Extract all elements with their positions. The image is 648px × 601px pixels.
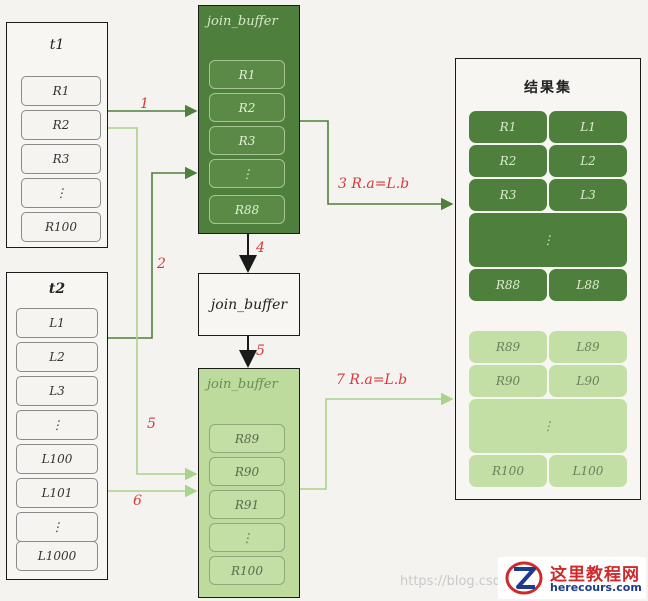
table-t1-row: R3 [21,144,101,174]
result-set-title: 结果集 [524,80,572,96]
join-buffer-row: R91 [209,490,285,519]
table-t2-row: L100 [16,444,98,474]
result-cell-left: R88 [469,269,547,301]
result-cell-right: L100 [549,455,627,487]
result-cell-right: L88 [549,269,627,301]
join-buffer-cleared: join_buffer [198,273,300,336]
join-buffer-batch-1: join_buffer R1 R2 R3 ⋮ R88 [198,5,300,234]
result-cell-right: L90 [549,365,627,397]
step-label-5-light: 5 [147,416,156,432]
join-buffer-batch-2-title: join_buffer [207,377,278,392]
result-cell-ellipsis: ⋮ [469,213,627,267]
table-t2-row: L101 [16,478,98,508]
arrow-step-7 [300,392,454,490]
table-t2-row: L1000 [16,541,98,571]
step-label-2: 2 [157,256,166,272]
join-buffer-batch-2: join_buffer R89 R90 R91 ⋮ R100 [198,368,300,598]
arrow-step-2 [100,166,198,339]
join-buffer-row: R2 [209,93,285,122]
table-t1: t1 R1 R2 R3 ⋮ R100 [6,22,108,248]
result-set: 结果集 R1 L1 R2 L2 R3 L3 ⋮ R88 L88 R89 L89 … [455,58,641,500]
table-t1-row: R1 [21,76,101,106]
table-t2-row: ⋮ [16,512,98,542]
result-cell-right: L89 [549,331,627,363]
watermark-text: https://blog.csd [400,574,501,589]
step-label-3: 3 R.a=L.b [338,176,410,192]
step-label-4: 4 [256,240,265,256]
table-t2-row: L1 [16,308,98,338]
join-buffer-row: R1 [209,60,285,89]
join-buffer-row: R3 [209,126,285,155]
result-cell-right: L1 [549,111,627,143]
logo-z-icon [505,561,543,595]
result-cell-left: R89 [469,331,547,363]
table-t1-row: R100 [21,212,101,242]
result-cell-right: L3 [549,179,627,211]
table-t1-row: ⋮ [21,178,101,208]
join-buffer-row: R88 [209,195,285,224]
table-t2-row: L2 [16,342,98,372]
result-cell-left: R90 [469,365,547,397]
result-cell-left: R3 [469,179,547,211]
table-t1-row: R2 [21,110,101,140]
table-t1-title: t1 [49,37,65,53]
result-cell-right: L2 [549,145,627,177]
result-cell-left: R100 [469,455,547,487]
table-t2-row: L3 [16,376,98,406]
join-buffer-batch-1-title: join_buffer [207,14,278,29]
join-buffer-row: R100 [209,556,285,585]
step-label-6: 6 [133,493,142,509]
result-cell-left: R2 [469,145,547,177]
join-buffer-row: R89 [209,424,285,453]
join-buffer-row: ⋮ [209,523,285,552]
step-label-7: 7 R.a=L.b [336,372,408,388]
logo-text-domain: herecours.com [550,581,642,594]
step-label-5: 5 [256,343,265,359]
step-label-1: 1 [140,96,149,112]
site-logo: 这里教程网 herecours.com [498,557,646,599]
result-cell-left: R1 [469,111,547,143]
table-t2-row: ⋮ [16,410,98,440]
arrow-step-3 [300,120,454,211]
arrow-step-5-light [100,127,198,481]
join-buffer-row: ⋮ [209,159,285,188]
logo-text-cn: 这里教程网 [550,565,640,585]
result-cell-ellipsis: ⋮ [469,399,627,453]
table-t2-title: t2 [48,281,66,297]
join-buffer-row: R90 [209,457,285,486]
join-buffer-cleared-title: join_buffer [210,296,288,313]
table-t2: t2 L1 L2 L3 ⋮ L100 L101 ⋮ L1000 [6,272,108,580]
